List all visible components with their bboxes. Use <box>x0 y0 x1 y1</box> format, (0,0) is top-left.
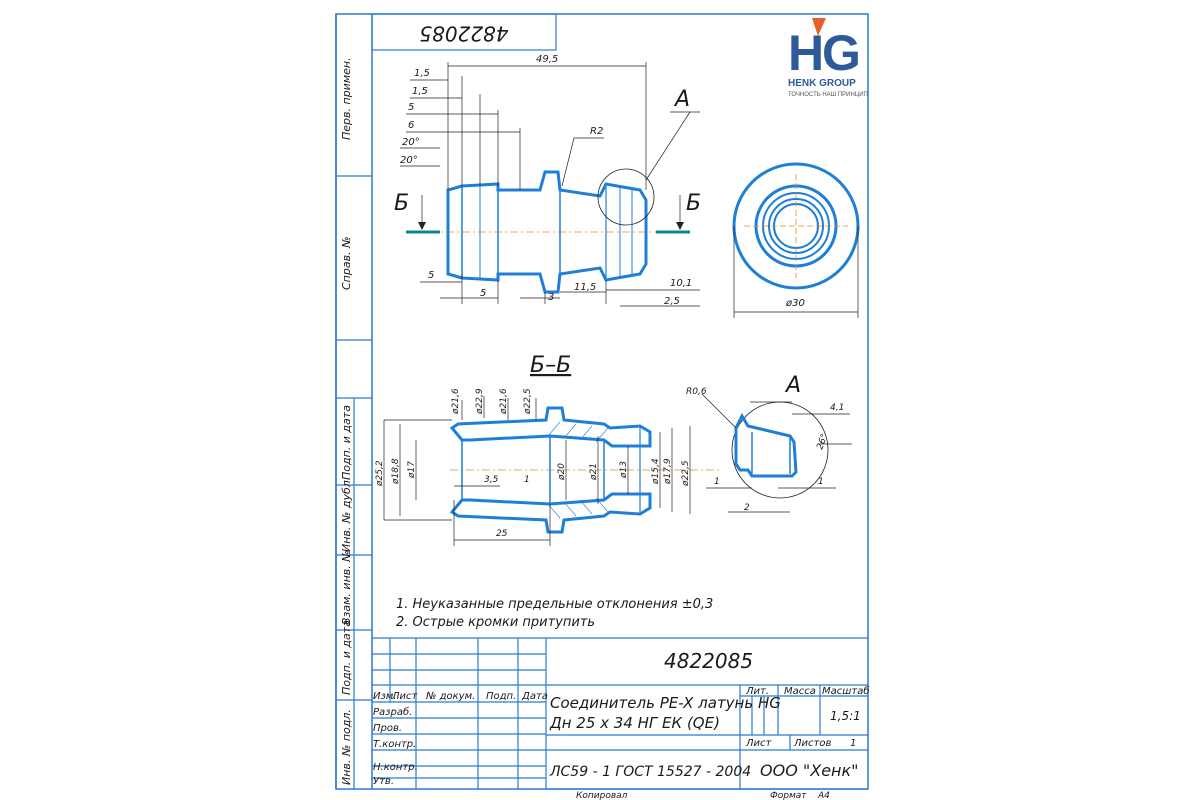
sec-d13: ø13 <box>619 461 629 479</box>
sec-d22-5a: ø22,5 <box>523 388 533 415</box>
end-view: ø30 <box>732 162 860 318</box>
dim-d30: ø30 <box>785 298 805 309</box>
dim-3: 3 <box>548 292 554 303</box>
detail-a: A R0,6 4,1 26° 1 1 2 <box>686 373 852 513</box>
sec-25: 25 <box>496 529 508 539</box>
tb-name-1: Соединитель PE-X латунь HG <box>550 694 781 712</box>
logo-tagline: ТОЧНОСТЬ НАШ ПРИНЦИП <box>788 92 868 98</box>
tb-mass: Масса <box>784 686 816 697</box>
henk-group-logo: H G HENK GROUP ТОЧНОСТЬ НАШ ПРИНЦИП <box>788 18 868 98</box>
section-title: Б–Б <box>530 353 571 378</box>
dim-10-1: 10,1 <box>670 278 692 289</box>
section-view: Б–Б ø21,6 ø22,9 ø2 <box>375 353 852 546</box>
sec-d20: ø20 <box>557 463 567 481</box>
dim-1-5b: 1,5 <box>412 86 428 97</box>
tb-scale: 1,5:1 <box>830 709 861 723</box>
detail-2: 2 <box>744 503 750 513</box>
sec-d22-9: ø22,9 <box>475 388 485 415</box>
tb-row-razrab: Разраб. <box>373 706 412 718</box>
side-field-6: Подп. и дата <box>340 620 353 695</box>
sec-d21-6b: ø21,6 <box>499 388 509 415</box>
sec-d22-5b: ø22,5 <box>681 460 691 487</box>
side-field-4: Инв. № дубл. <box>340 477 353 552</box>
tb-sheet: Лист <box>745 738 773 749</box>
side-field-3: Подп. и дата <box>340 405 353 480</box>
sec-1: 1 <box>524 475 530 485</box>
title-block <box>372 637 868 790</box>
sec-d21-6a: ø21,6 <box>451 388 461 415</box>
sec-d17-9: ø17,9 <box>663 458 673 485</box>
tb-hdr-list: Лист <box>391 691 419 702</box>
side-column <box>336 175 372 789</box>
dim-20deg-a: 20° <box>402 137 420 148</box>
dim-6: 6 <box>408 120 414 131</box>
detail-a-label: A <box>784 373 801 398</box>
tb-lit: Лит. <box>745 686 769 697</box>
logo-name: HENK GROUP <box>788 78 856 89</box>
note-2: 2. Острые кромки притупить <box>396 615 595 630</box>
sec-d15-4: ø15,4 <box>651 458 661 485</box>
sec-d18-8: ø18,8 <box>391 458 401 485</box>
detail-4-1: 4,1 <box>830 403 844 413</box>
tb-row-tkontr: Т.контр. <box>373 739 416 750</box>
tb-format: A4 <box>817 791 830 800</box>
dim-5-bottom-b: 5 <box>480 288 486 299</box>
code-box <box>371 13 557 51</box>
tb-row-utv: Утв. <box>373 776 394 787</box>
side-field-7: Инв. № подл. <box>340 709 353 785</box>
detail-1b: 1 <box>818 477 824 487</box>
tb-row-prov: Пров. <box>373 723 402 734</box>
side-field-5: Взам. инв. № <box>340 550 353 625</box>
tb-hdr-date: Дата <box>521 691 548 702</box>
tb-sheets-count: 1 <box>850 738 856 749</box>
note-1: 1. Неуказанные предельные отклонения ±0,… <box>396 597 713 612</box>
dim-49-5: 49,5 <box>536 54 558 65</box>
doc-code-rotated: 4822085 <box>419 22 508 46</box>
tb-sheets: Листов <box>793 738 831 749</box>
sec-d25-2: ø25,2 <box>375 460 385 487</box>
dim-5: 5 <box>408 102 414 113</box>
svg-text:G: G <box>822 25 861 81</box>
detail-1a: 1 <box>714 477 720 487</box>
tb-row-nkontr: Н.контр. <box>373 762 418 773</box>
side-field-2: Справ. № <box>340 236 353 290</box>
tb-copied: Копировал <box>576 791 628 800</box>
tb-name-2: Дн 25 х 34 НГ ЕК (QE) <box>549 714 720 732</box>
dim-1-5a: 1,5 <box>414 68 430 79</box>
detail-r0-6: R0,6 <box>686 387 707 397</box>
section-mark-right: Б <box>686 191 701 216</box>
side-field-1: Перв. примен. <box>340 57 353 140</box>
tb-code: 4822085 <box>664 649 753 673</box>
tb-material: ЛС59 - 1 ГОСТ 15527 - 2004 <box>549 764 751 780</box>
top-view: A Б Б 49,5 1,5 1,5 5 6 <box>394 54 860 318</box>
tb-hdr-podp: Подп. <box>486 691 516 702</box>
dim-2-5: 2,5 <box>664 296 680 307</box>
tb-hdr-izm: Изм. <box>373 691 397 702</box>
dim-11-5: 11,5 <box>574 282 596 293</box>
dim-5-bottom-a: 5 <box>428 270 434 281</box>
sec-3-5: 3,5 <box>484 475 499 485</box>
sec-d17a: ø17 <box>407 461 417 479</box>
sec-d21: ø21 <box>589 463 599 481</box>
tb-hdr-doc: № докум. <box>425 691 475 702</box>
section-mark-left: Б <box>394 191 409 216</box>
tb-scale-label: Масштаб <box>822 685 870 697</box>
tb-company: ООО "Хенк" <box>760 761 859 780</box>
dim-20deg-b: 20° <box>400 155 418 166</box>
dim-r2: R2 <box>590 126 603 137</box>
callout-a: A <box>673 87 690 112</box>
tb-format-label: Формат <box>770 791 807 800</box>
